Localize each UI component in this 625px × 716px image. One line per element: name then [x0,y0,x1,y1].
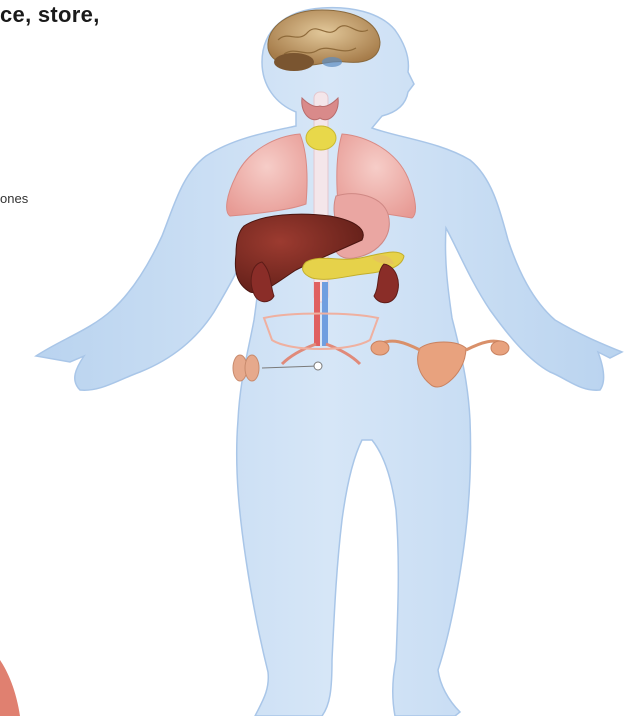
thymus [306,126,336,150]
left-ovary [371,341,389,355]
right-testis [245,355,259,381]
right-ovary [491,341,509,355]
partial-organ-bottom-left [0,660,20,716]
pituitary [322,57,342,67]
connector-dot [314,362,322,370]
cerebellum [274,53,314,71]
